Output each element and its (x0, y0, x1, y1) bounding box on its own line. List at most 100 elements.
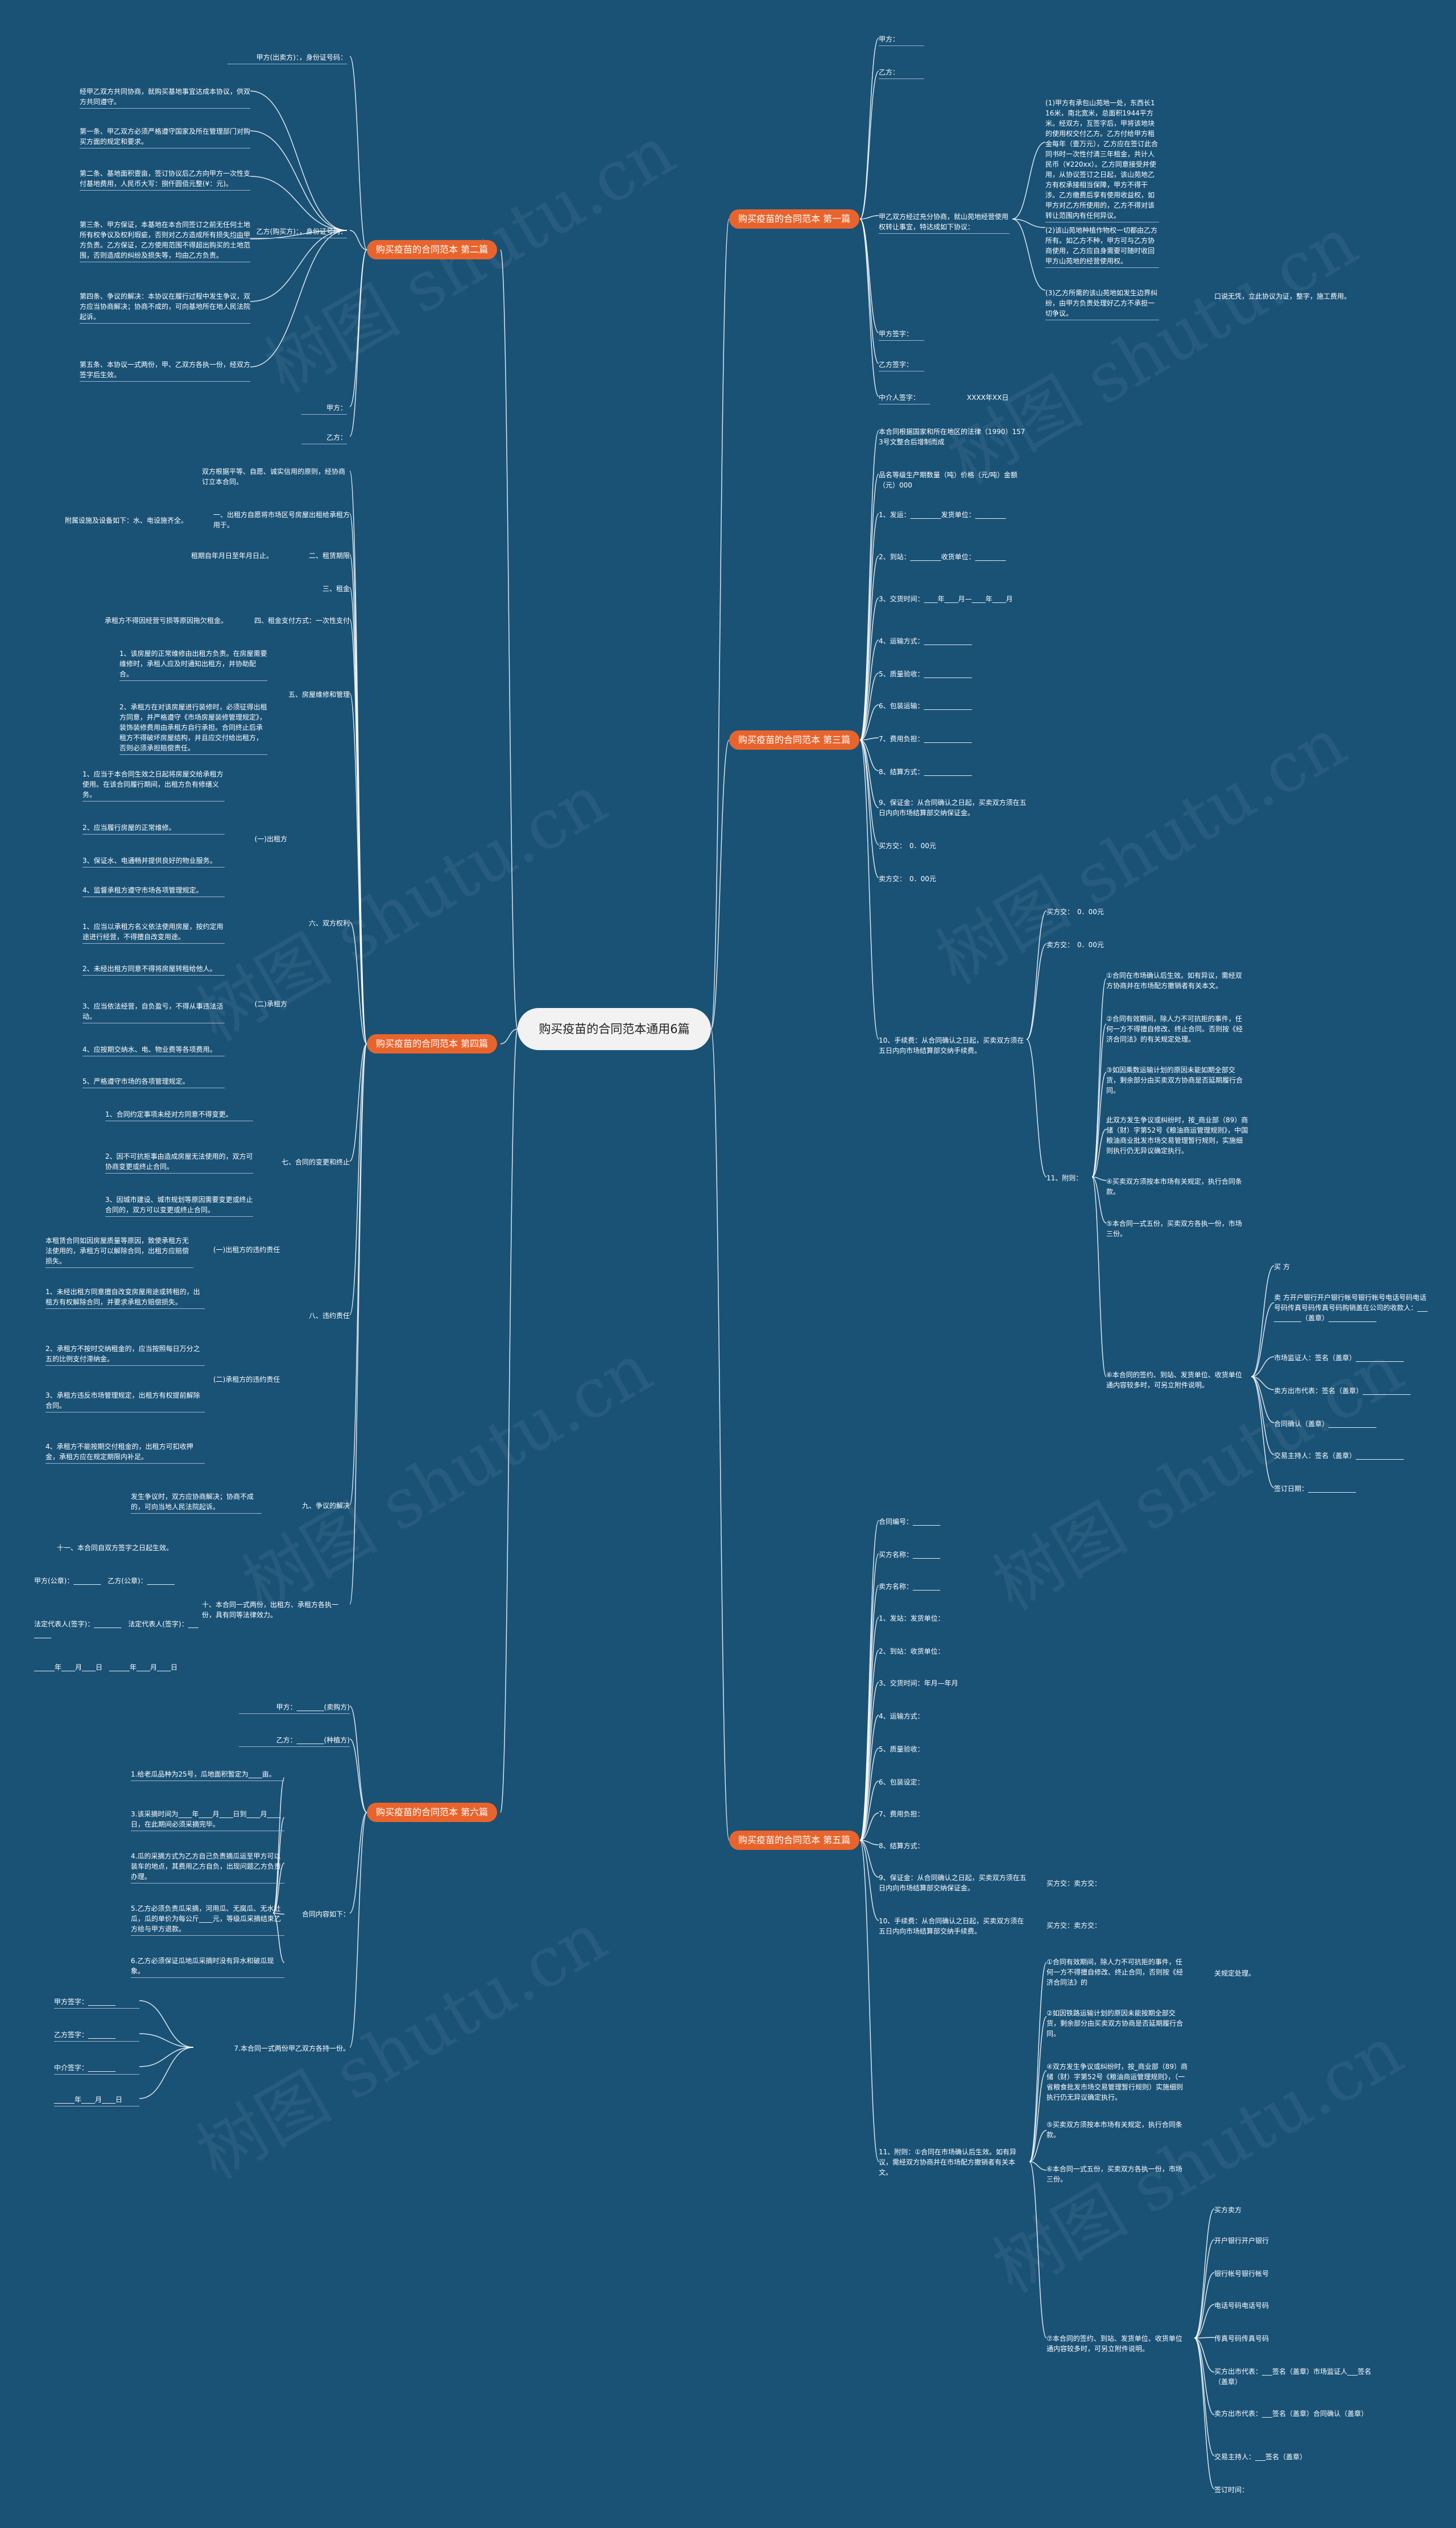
b1-item: 中介人签字： (879, 393, 930, 404)
b2-clause-link (250, 130, 348, 231)
b1-sub-tail: 口说无凭，立此协议为证，整字，施工费用。 (1214, 292, 1351, 300)
b2-clause: 第五条、本协议一式两份，甲、乙双方各执一份，经双方签字后生效。 (80, 360, 250, 382)
b4-link (349, 1043, 367, 1605)
b4-left: 2、承租方不按时交纳租金的，应当按照每日万分之五的比例支付滞纳金。 (46, 1344, 205, 1366)
b4-left: ______年____月____日 ______年____月____日 (34, 1663, 178, 1671)
branch-5[interactable]: 购买疫苗的合同范本 第五篇 (729, 1831, 860, 1850)
b4-item: 二、租赁期限 (308, 552, 350, 560)
b5-item: 4、运输方式： (879, 1712, 924, 1720)
b2-clause-link (250, 230, 348, 239)
branch-2[interactable]: 购买疫苗的合同范本 第二篇 (367, 240, 498, 259)
b5-rule: ⑥本合同一式五份，买卖双方各执一份，市场三份。 (1046, 2165, 1182, 2183)
b2-item: 甲方(出卖方)：，身份证号码： (228, 52, 347, 64)
b5-link (859, 1748, 879, 1841)
b3-item: 品名等级生产期数量（吨）价格（元/吨）金额（元）000 (879, 471, 1018, 489)
branch-6[interactable]: 购买疫苗的合同范本 第六篇 (367, 1803, 498, 1822)
b4-left: 3、因城市建设、城市规划等原因需要变更或终止合同的，双方可以变更或终止合同。 (105, 1195, 253, 1217)
b2-item: 乙方(购买方)：，身份证号码： (228, 226, 347, 238)
b5-link (859, 1781, 879, 1841)
b5-sign-link (1194, 2337, 1215, 2339)
b6-clause: 4.瓜的采摘方式为乙方自己负责摘瓜运至甲方可以装车的地点，其费用乙方自负，出现问… (131, 1851, 284, 1883)
b4-left: 3、承租方违反市场管理规定，出租方有权提前解除合同。 (46, 1390, 205, 1412)
b3-item: 2、到站：_________收货单位：_________ (879, 553, 1006, 561)
b1-item: 甲方： (879, 34, 924, 46)
b5-sign-link (1194, 2239, 1215, 2339)
b1-item: 甲乙双方经过充分协商，就山苑地经营使用权转让事宜，特达成如下协议： (879, 212, 1010, 234)
b5-item: 10、手续费：从合同确认之日起，买卖双方须在五日内向市场结算部交纳手续费。 (879, 1917, 1024, 1935)
b6-clause-link (272, 1817, 285, 1914)
b5-sign-link (1194, 2272, 1215, 2339)
b1-link (859, 38, 879, 220)
b1-item: 乙方： (879, 67, 924, 79)
b4-item: 三、租金 (322, 585, 350, 593)
b3-item: 本合同根据国家和所在地区的法律（1990）1573号文整合后增制而成 (879, 428, 1025, 446)
b3-item: 6、包装运输：______________ (879, 702, 972, 710)
b4-left: 1、合同约定事项未经对方同意不得变更。 (105, 1109, 253, 1121)
b3-rule: ④买卖双方须按本市场有关规定，执行合同条款。 (1106, 1178, 1242, 1196)
branch-1[interactable]: 购买疫苗的合同范本 第一篇 (729, 209, 860, 229)
b6-sign-link (139, 2047, 194, 2067)
b5-sign-link (1194, 2208, 1215, 2339)
b5-sign: 买方出市代表：___签名（盖章）市场监证人___签名（盖章） (1214, 2368, 1372, 2386)
b3-rule-link (1091, 978, 1107, 1178)
b4-item: 六、双方权利 (308, 919, 350, 927)
b5-rule-link (1029, 2016, 1047, 2162)
b3-link (859, 740, 879, 1040)
b5-rule: ⑦本合同的签约、到站、发货单位、收货单位通内容较多时，可另立附件说明。 (1046, 2335, 1182, 2353)
b5-item: 2、到站：收货单位： (879, 1647, 945, 1655)
b3-fee: 卖方交： 0．00元 (1046, 941, 1104, 949)
b3-sign-link (1251, 1265, 1275, 1377)
b3-link (859, 740, 879, 808)
b6-clause-link (272, 1862, 285, 1914)
b3-rule-link (1091, 1129, 1107, 1178)
b2-item: 甲方： (301, 403, 347, 415)
b5-item: 9、保证金：从合同确认之日起，买卖双方须在五日内向市场结算部交纳保证金。 (879, 1874, 1027, 1892)
b2-clause: 第三条、甲方保证，本基地在本合同签订之前无任何土地所有权争议及权利瑕疵，否则对乙… (80, 220, 250, 262)
b4-left: (一)出租方的违约责任 (213, 1246, 280, 1254)
b3-sign: 交易主持人：签名（盖章）______________ (1274, 1452, 1404, 1460)
root-to-branch-3 (710, 740, 730, 1030)
b3-sign-link (1251, 1376, 1275, 1455)
b3-sign: 卖方出市代表：签名（盖章）______________ (1274, 1387, 1411, 1395)
b3-item: 10、手续费：从合同确认之日起，买卖双方须在五日内向市场结算部交纳手续费。 (879, 1036, 1024, 1055)
b4-left: 承租方不得因经营亏损等原因拖欠租金。 (104, 617, 228, 625)
b6-link (349, 1738, 367, 1813)
root-topic[interactable]: 购买疫苗的合同范本通用6篇 (518, 1008, 711, 1050)
root-to-branch-2 (500, 249, 518, 1030)
b5-rules-head: 11、附则：①合同在市场确认后生效。如有异议，需经双方协商并在市场配方撤销者有关… (879, 2148, 1017, 2176)
b2-link (349, 249, 367, 437)
b1-sub: (2)该山苑地种植作物权一切都由乙方所有。如乙方不种，甲方可与乙方协商使用，乙方… (1045, 225, 1159, 268)
b3-rule: ②合同有效期间，除人力不可抗拒的事件，任何一方不得擅自修改、终止合同。否则按《经… (1106, 1015, 1243, 1043)
b2-clause-link (250, 176, 348, 231)
branch-3[interactable]: 购买疫苗的合同范本 第三篇 (729, 730, 860, 750)
b3-item: 3、交货时间：____年____月—____年____月 (879, 595, 1013, 603)
b3-sign-link (1251, 1376, 1275, 1423)
b3-item: 4、运输方式：______________ (879, 637, 972, 645)
b3-rule-link (1091, 1023, 1107, 1178)
b4-left: 1、该房屋的正常维修由出租方负责。在房屋需要维修时，承租人应及时通知出租方，并协… (119, 648, 267, 681)
b6-clause: 3.该采摘时间为____年____月____日到____月____日，在此期间必… (131, 1809, 284, 1831)
b1-sub: (3)乙方所需的该山苑地如发生边界纠纷，由甲方负责处理好乙方不承担一切争议。 (1045, 288, 1159, 320)
b1-sub-link (1012, 218, 1046, 228)
b3-rule-link (1091, 1072, 1107, 1178)
b5-sign: 电话号码电话号码 (1214, 2302, 1269, 2310)
b5-link (859, 1682, 879, 1841)
branch-4[interactable]: 购买疫苗的合同范本 第四篇 (367, 1034, 498, 1054)
b4-link (349, 1043, 367, 1162)
b6-sign: ______年____月____日 (54, 2095, 139, 2106)
b3-link (859, 597, 879, 741)
b5-link (859, 1840, 879, 2162)
b4-item: 五、房屋维修和管理 (288, 691, 350, 699)
b5-link (859, 1840, 879, 1845)
b5-sign: 交易主持人：___签名（盖章） (1214, 2453, 1307, 2461)
root-to-branch-6 (500, 1028, 518, 1813)
b3-link (859, 473, 879, 741)
b4-item: 一、出租方自愿将市场区号房屋出租给承租方用于。 (213, 511, 350, 529)
b5-rule: ②如因铁路运输计划的原因未能按期全部交货，剩余部分由买卖双方协商是否延期履行合同… (1046, 2009, 1184, 2038)
b1-sub-link (1012, 142, 1046, 220)
b6-item: 7.本合同一式两份甲乙双方各持一份。 (234, 2044, 350, 2052)
b1-link (859, 218, 879, 397)
b3-sign-link (1251, 1302, 1275, 1377)
b6-item: 甲方：________(卖购方) (239, 1702, 350, 1714)
b4-left: 法定代表人(签字)：________ 法定代表人(签字)：________ (34, 1620, 198, 1638)
